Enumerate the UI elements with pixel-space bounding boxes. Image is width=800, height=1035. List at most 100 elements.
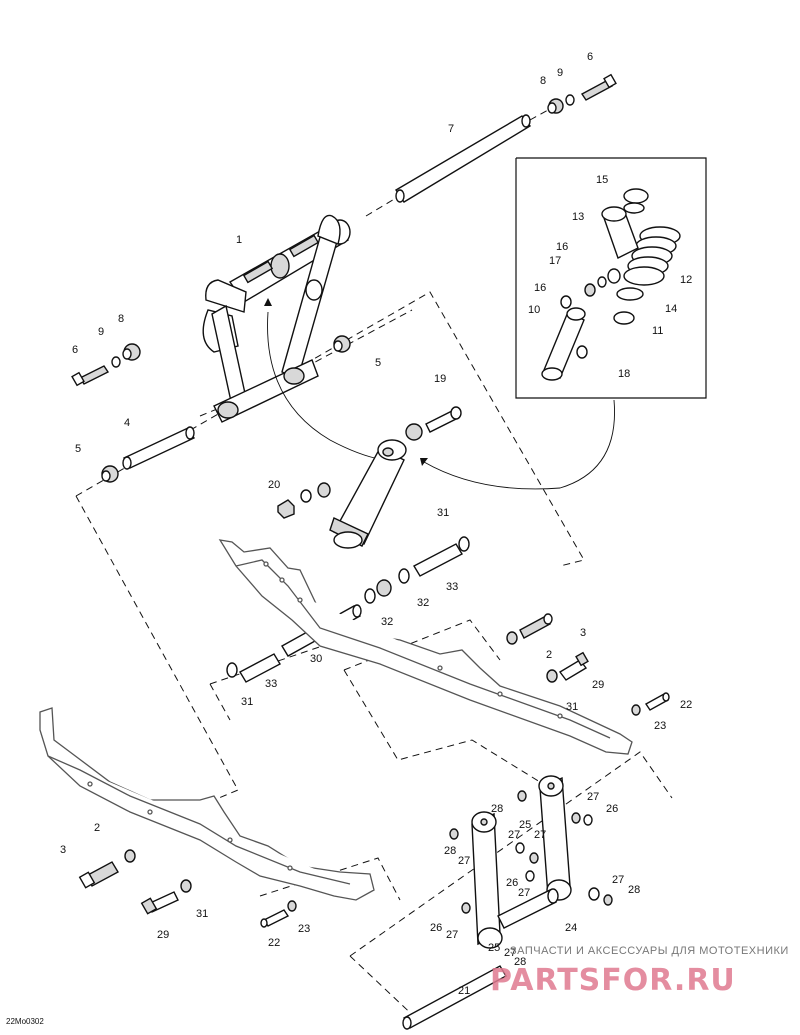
- spring-12: [623, 226, 681, 286]
- sleeve-33-right: [413, 543, 463, 577]
- bolt-3-left: [78, 861, 119, 889]
- callout-28: 28: [491, 803, 503, 815]
- washer-2-left: [124, 849, 136, 863]
- washer-23-left: [287, 900, 297, 912]
- callout-27: 27: [612, 874, 624, 886]
- inset-shock-body: [541, 307, 586, 381]
- callout-labels: 1223345566788991011121314151616171819202…: [60, 51, 692, 997]
- callout-9: 9: [557, 67, 563, 79]
- ring-14: [616, 287, 644, 301]
- bolt-3-right: [519, 613, 553, 639]
- callout-8: 8: [540, 75, 546, 87]
- lower-shaft-assembly: [101, 335, 351, 483]
- shaft-21: [402, 965, 507, 1030]
- callout-26: 26: [506, 877, 518, 889]
- cap-15: [623, 188, 649, 214]
- link-arm-right: [538, 775, 572, 901]
- callout-17: 17: [549, 255, 561, 267]
- callout-6: 6: [587, 51, 593, 63]
- callout-28: 28: [628, 884, 640, 896]
- bolt-29-left: [140, 891, 179, 915]
- washers-mid: [300, 482, 331, 503]
- reference-arrows: [264, 298, 615, 490]
- inset-spacer-17: [597, 276, 607, 288]
- callout-8: 8: [118, 313, 124, 325]
- shaft-4: [122, 426, 195, 470]
- callout-32: 32: [417, 597, 429, 609]
- callout-29: 29: [157, 929, 169, 941]
- spacer-5-right: [333, 335, 351, 353]
- watermark-logo: PARTSFOR.RU: [490, 963, 736, 998]
- callout-3: 3: [60, 844, 66, 856]
- callout-11: 11: [652, 325, 663, 337]
- callout-12: 12: [680, 274, 692, 286]
- watermark-tagline: ЗАПЧАСТИ И АКСЕССУАРЫ ДЛЯ МОТОТЕХНИКИ: [510, 945, 789, 957]
- sleeve-33-left: [239, 653, 281, 683]
- callout-29: 29: [592, 679, 604, 691]
- washer-9-right: [565, 94, 575, 106]
- right-side-rail: [218, 539, 633, 755]
- lower-link-assembly: [402, 775, 613, 1030]
- callout-24: 24: [565, 922, 577, 934]
- watermark: ЗАПЧАСТИ И АКСЕССУАРЫ ДЛЯ МОТОТЕХНИКИ PA…: [490, 945, 789, 998]
- left-side-rail: [39, 707, 375, 901]
- callout-33: 33: [446, 581, 458, 593]
- bolt-29-right: [558, 651, 589, 681]
- left-rail-hardware: [78, 849, 297, 928]
- callout-5: 5: [75, 443, 81, 455]
- spacer-32-a: [376, 579, 392, 597]
- callout-31: 31: [437, 507, 449, 519]
- callout-21: 21: [458, 985, 470, 997]
- callout-23: 23: [654, 720, 666, 732]
- callout-27: 27: [504, 947, 516, 959]
- washer-31-left: [226, 662, 238, 678]
- bolt-22-left: [260, 909, 290, 928]
- inset-shock-components: [515, 157, 707, 399]
- callout-31: 31: [196, 908, 208, 920]
- diagram-code: 22Mo0302: [6, 1017, 44, 1026]
- callout-4: 4: [124, 417, 130, 429]
- callout-16: 16: [534, 282, 546, 294]
- bolt-6-right: [580, 73, 617, 101]
- shaft-7: [395, 114, 532, 203]
- swing-arm-1: [202, 214, 351, 423]
- callout-3: 3: [580, 627, 586, 639]
- spacer-8-left: [122, 343, 141, 361]
- callout-27: 27: [458, 855, 470, 867]
- washer-31-right: [458, 536, 470, 552]
- spacer-5-left: [101, 465, 119, 483]
- washer-31-rail-right: [546, 669, 558, 683]
- nut-20: [277, 499, 295, 519]
- callout-25: 25: [488, 942, 500, 954]
- callout-27: 27: [587, 791, 599, 803]
- callout-27: 27: [446, 929, 458, 941]
- callout-19: 19: [434, 373, 446, 385]
- spacer-top: [405, 423, 423, 441]
- callout-32: 32: [381, 616, 393, 628]
- callout-6: 6: [72, 344, 78, 356]
- callout-26: 26: [606, 803, 618, 815]
- callout-27: 27: [534, 829, 546, 841]
- callout-13: 13: [572, 211, 584, 223]
- washer-9-left: [111, 356, 121, 368]
- washer-23-right: [631, 704, 641, 716]
- link-hardware: [449, 790, 613, 914]
- callout-27: 27: [508, 829, 520, 841]
- callout-22: 22: [680, 699, 692, 711]
- callout-7: 7: [448, 123, 454, 135]
- ring-11: [613, 311, 635, 325]
- boot-13: [601, 206, 639, 259]
- right-rail-hardware: [506, 613, 670, 716]
- callout-1: 1: [236, 234, 242, 246]
- callout-22: 22: [268, 937, 280, 949]
- spacer-32-b: [398, 568, 410, 584]
- callout-2: 2: [94, 822, 100, 834]
- washer-31-rail-left: [180, 879, 192, 893]
- inset-part-10: [560, 295, 572, 309]
- callout-31: 31: [566, 701, 578, 713]
- callout-10: 10: [528, 304, 540, 316]
- callout-28: 28: [514, 956, 526, 968]
- inset-bushing-16: [584, 268, 621, 297]
- bolt-6-left: [71, 365, 110, 387]
